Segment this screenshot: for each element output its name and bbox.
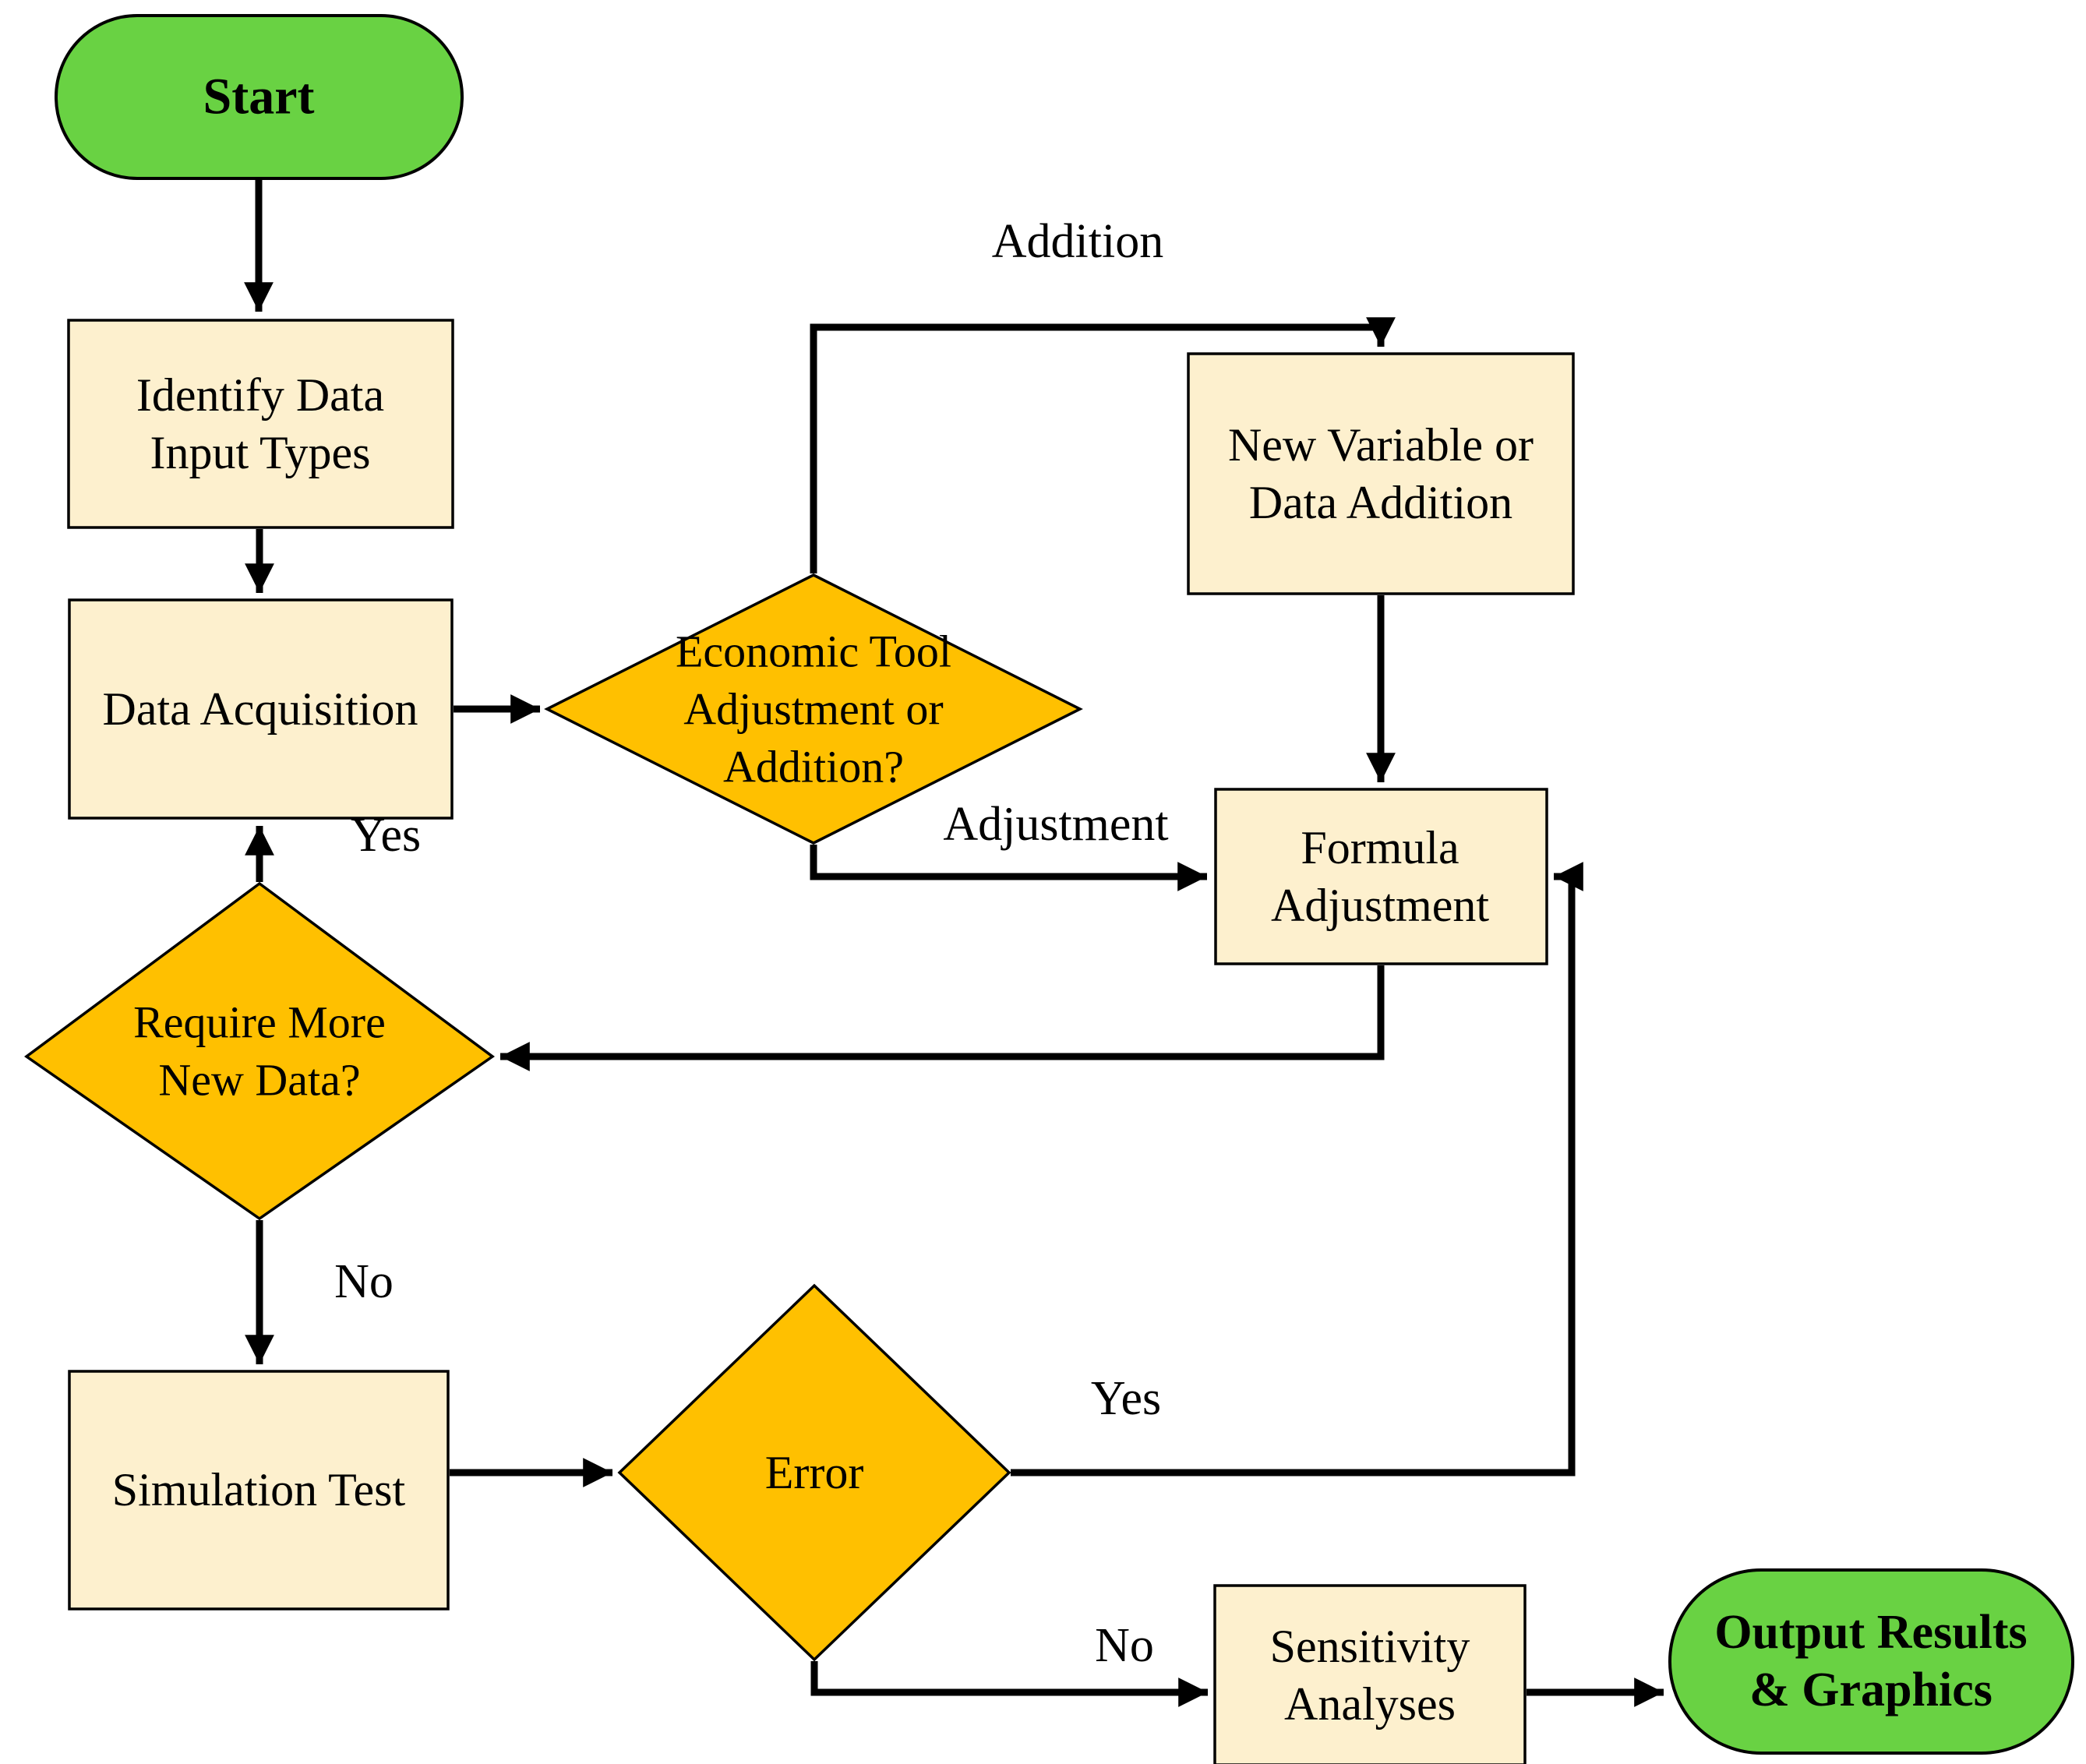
error-decision-node (617, 1283, 1011, 1662)
edge-error-no-to-sensitivity (810, 1661, 1209, 1707)
output-results-label-line2: & Graphics (1749, 1663, 1992, 1716)
economic-tool-decision-label-line1: Economic Tool (676, 626, 951, 677)
edge-econ-decision-adjustment-to-formula (810, 845, 1208, 891)
edge-label-yes-error: Yes (1091, 1372, 1161, 1425)
new-variable-node-label-line1: New Variable or (1228, 419, 1534, 471)
new-variable-node (1187, 352, 1575, 595)
identify-node-label-line1: Identify Data (136, 369, 384, 421)
edge-label-addition: Addition (992, 215, 1163, 268)
require-more-decision-label-line2: New Data? (158, 1055, 360, 1106)
edge-formula-to-require-more (499, 965, 1385, 1071)
sensitivity-analyses-label-line1: Sensitivity (1270, 1621, 1470, 1672)
simulation-test-node-label: Simulation Test (112, 1464, 406, 1515)
identify-node-label-line2: Input Types (150, 427, 370, 478)
edge-label-no-more-data: No (334, 1255, 394, 1308)
economic-tool-decision-node (544, 573, 1083, 845)
identify-data-input-types-node (67, 319, 454, 529)
formula-adjustment-node-label-line2: Adjustment (1271, 880, 1489, 931)
sensitivity-analyses-label-line2: Analyses (1284, 1678, 1456, 1730)
sensitivity-analyses-node (1213, 1584, 1527, 1764)
edge-error-yes-to-formula (1011, 862, 1583, 1476)
error-decision-node-label: Error (765, 1447, 864, 1498)
start-node (55, 14, 464, 180)
edge-econ-decision-addition-to-new-variable (810, 317, 1396, 573)
simulation-test-node (68, 1370, 450, 1611)
edge-label-adjustment: Adjustment (943, 798, 1168, 851)
economic-tool-decision-label-line3: Addition? (723, 742, 904, 792)
edge-label-yes-more-data: Yes (351, 809, 421, 862)
output-results-label-line1: Output Results (1714, 1606, 2027, 1659)
start-node-label: Start (203, 69, 315, 125)
new-variable-node-label-line2: Data Addition (1249, 477, 1512, 528)
formula-adjustment-node (1214, 788, 1548, 965)
output-results-node (1668, 1568, 2074, 1755)
formula-adjustment-node-label-line1: Formula (1301, 822, 1459, 873)
edge-label-no-error: No (1095, 1619, 1154, 1672)
economic-tool-decision-label-line2: Adjustment or (683, 684, 943, 735)
require-more-data-decision-node (24, 881, 495, 1221)
data-acquisition-node (68, 598, 454, 820)
data-acquisition-node-label: Data Acquisition (103, 683, 418, 735)
require-more-decision-label-line1: Require More (133, 997, 386, 1048)
